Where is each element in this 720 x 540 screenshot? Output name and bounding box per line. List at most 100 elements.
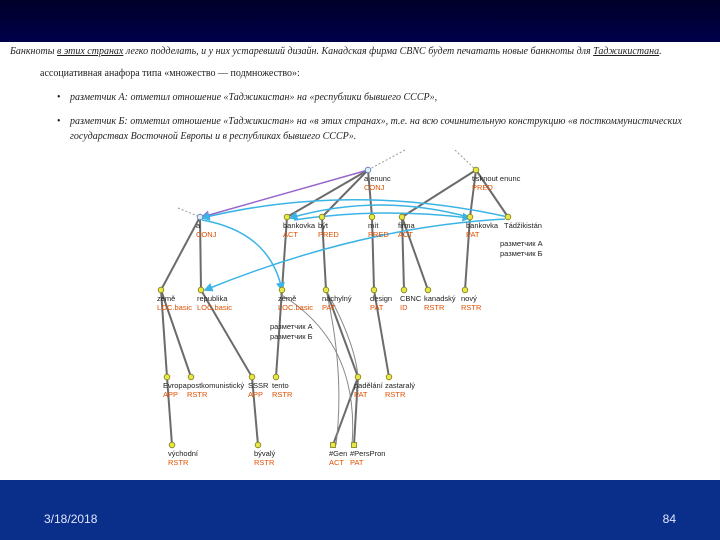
tree-edge (371, 216, 375, 291)
slide-date: 3/18/2018 (44, 512, 98, 526)
node-lemma: bankovka (466, 221, 499, 230)
node-marker (370, 286, 378, 294)
node-functor: APP (248, 390, 263, 399)
node-lemma: země (157, 294, 175, 303)
node-marker (197, 286, 205, 294)
node-lemma: tisknout enunc (472, 174, 521, 183)
node-functor: RSTR (461, 303, 482, 312)
node-functor: ACT (329, 458, 344, 467)
node-lemma: náchylný (322, 294, 352, 303)
node-functor: PAT (322, 303, 336, 312)
tree-edge (160, 216, 201, 291)
tree-edge (160, 289, 192, 378)
node-marker (466, 213, 474, 221)
node-marker (163, 373, 171, 381)
tree-edge (281, 216, 288, 291)
footer-bar: 3/18/2018 84 (0, 480, 720, 540)
tree-edge (464, 216, 471, 291)
node-lemma: firma (398, 221, 415, 230)
root-edge (177, 207, 201, 218)
bullet-annotator-a: разметчик А: отметил отношение «Таджикис… (70, 92, 438, 103)
annotator-label: разметчик Б (270, 332, 313, 341)
node-lemma: Evropa (163, 381, 188, 390)
node-marker (187, 373, 195, 381)
node-marker (322, 286, 330, 294)
node-functor: PAT (370, 303, 384, 312)
node-lemma: nový (461, 294, 477, 303)
node-functor: RSTR (168, 458, 189, 467)
node-lemma: být (318, 221, 329, 230)
sentence-part: . (659, 46, 662, 57)
tree-edge (401, 216, 429, 291)
sentence-anaphor: в этих странах (57, 46, 124, 57)
tree-edge (353, 376, 359, 446)
node-marker (400, 286, 408, 294)
coref-bankovka2-bankovka1 (288, 204, 473, 221)
annotator-label: разметчик А (270, 322, 313, 331)
node-lemma: země (278, 294, 296, 303)
coref-bankovka1-bankovka2 (293, 212, 472, 222)
coref-a2-zeme2 (201, 219, 285, 292)
node-marker (283, 213, 291, 221)
node-lemma: kanadský (424, 294, 456, 303)
node-marker (364, 166, 372, 174)
node-lemma: a (196, 221, 201, 230)
annotator-label: разметчик А (500, 239, 543, 248)
zeme2-arc (279, 293, 354, 446)
node-functor: RSTR (187, 390, 208, 399)
node-lemma: mít (368, 221, 379, 230)
coref-tadzikistan-a2 (200, 199, 509, 221)
node-marker (318, 213, 326, 221)
node-functor: CONJ (196, 230, 217, 239)
tree-edge (401, 216, 405, 291)
node-lemma: #PersPron (350, 449, 385, 458)
node-marker (424, 286, 432, 294)
tree-edge (251, 376, 259, 446)
node-marker (385, 373, 393, 381)
anaphora-type: ассоциативная анафора типа «множество — … (40, 68, 300, 79)
node-functor: CONJ (364, 183, 385, 192)
tree-node-tadzikistan: Tádžikistán (504, 213, 542, 230)
node-lemma: CBNC (400, 294, 422, 303)
node-functor: PRED (472, 183, 493, 192)
tree-edge (367, 169, 373, 218)
root-edge (367, 149, 406, 171)
annotator-label: разметчик Б (500, 249, 543, 258)
node-marker (168, 441, 176, 449)
node-marker (461, 286, 469, 294)
title-bar (0, 0, 720, 42)
node-functor: RSTR (254, 458, 275, 467)
tree-edge (401, 169, 477, 218)
tree-edges (160, 149, 509, 446)
nachylny-arc (325, 289, 359, 378)
node-functor: PAT (466, 230, 480, 239)
slide-page-number: 84 (662, 512, 676, 526)
bullet-dot: • (57, 116, 61, 127)
node-marker (398, 213, 406, 221)
node-functor: RSTR (424, 303, 445, 312)
example-sentence: Банкноты в этих странах легко подделать,… (10, 46, 662, 57)
node-lemma: padělání (354, 381, 384, 390)
node-functor: ID (400, 303, 408, 312)
node-lemma: bankovka (283, 221, 316, 230)
